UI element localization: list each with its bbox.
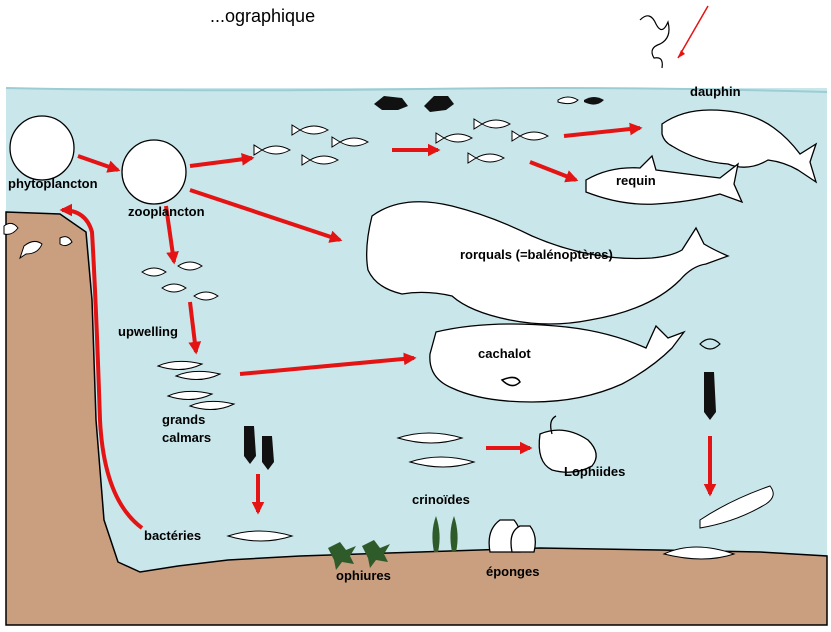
label-zooplancton: zooplancton: [128, 204, 205, 219]
label-requin: requin: [616, 173, 656, 188]
label-bacteries: bactéries: [144, 528, 201, 543]
label-rorquals: rorquals (=balénoptères): [460, 247, 613, 262]
label-dauphin: dauphin: [690, 84, 741, 99]
label-crinoides: crinoïdes: [412, 492, 470, 507]
phytoplankton-circle: [10, 116, 74, 180]
label-phytoplancton: phytoplancton: [8, 176, 98, 191]
label-eponges: éponges: [486, 564, 539, 579]
label-ophiures: ophiures: [336, 568, 391, 583]
label-calmars: calmars: [162, 430, 211, 445]
label-grands: grands: [162, 412, 205, 427]
top-caption: ...ographique: [210, 6, 315, 26]
label-cachalot: cachalot: [478, 346, 531, 361]
label-lophiides: Lophiides: [564, 464, 625, 479]
scribble-icon: [640, 6, 708, 68]
label-upwelling: upwelling: [118, 324, 178, 339]
zooplankton-circle: [122, 140, 186, 204]
